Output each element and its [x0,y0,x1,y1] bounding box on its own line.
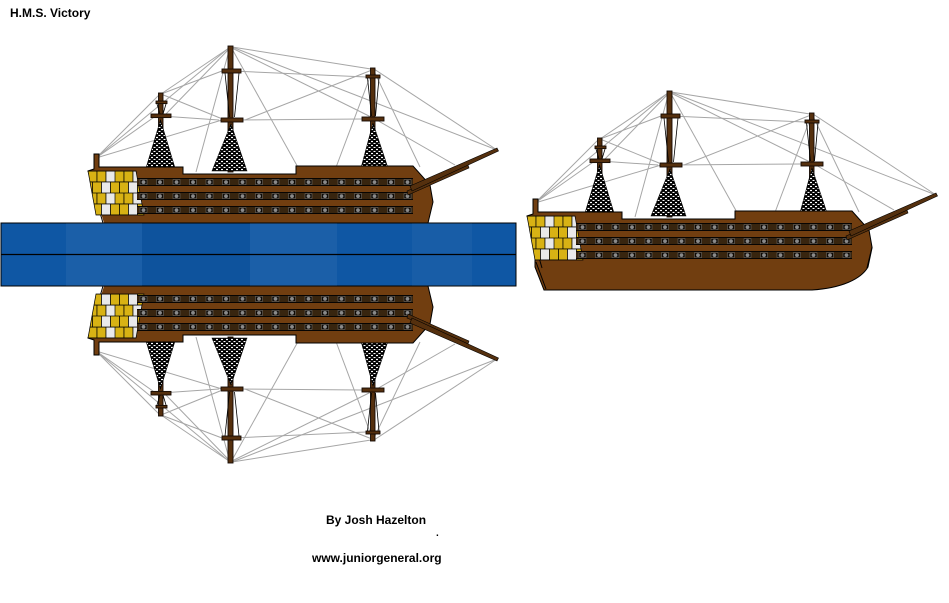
sheet-title: H.M.S. Victory [10,6,91,20]
water-strip [0,222,517,287]
stray-mark: . [436,528,439,539]
side-profile-ship [525,89,939,270]
credit-line: By Josh Hazelton [326,513,427,527]
foldable-ship-bottom-mirrored [86,284,500,465]
foldable-ship-top [86,44,500,225]
website-text: www.juniorgeneral.org [312,551,442,565]
